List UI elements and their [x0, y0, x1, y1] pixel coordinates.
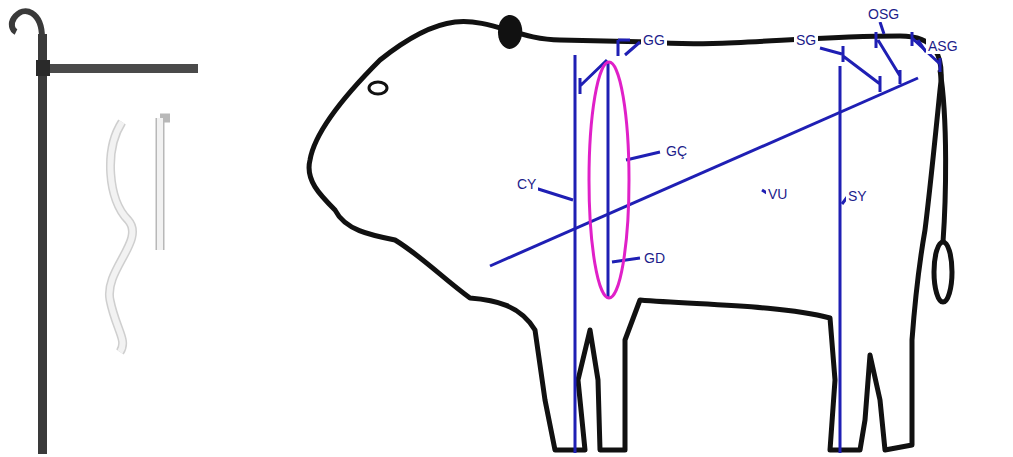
- measurement-label: CY: [515, 176, 538, 192]
- tape-measure: [109, 118, 170, 352]
- measurement-lines: [490, 22, 940, 453]
- measuring-stick: [12, 11, 198, 454]
- measurement-label: SY: [846, 188, 869, 204]
- cow-ear: [498, 15, 522, 49]
- measurement-label: OSG: [866, 6, 901, 22]
- measurement-label: SG: [794, 32, 818, 48]
- measurement-label: VU: [766, 186, 789, 202]
- cow-outline: [309, 22, 952, 450]
- girth-ellipse: [589, 62, 629, 298]
- cow-eye: [369, 82, 387, 94]
- measurement-label: GD: [642, 250, 667, 266]
- measurement-label: GÇ: [664, 143, 689, 159]
- measurement-label: GG: [641, 32, 667, 48]
- measurement-label: ASG: [926, 38, 960, 54]
